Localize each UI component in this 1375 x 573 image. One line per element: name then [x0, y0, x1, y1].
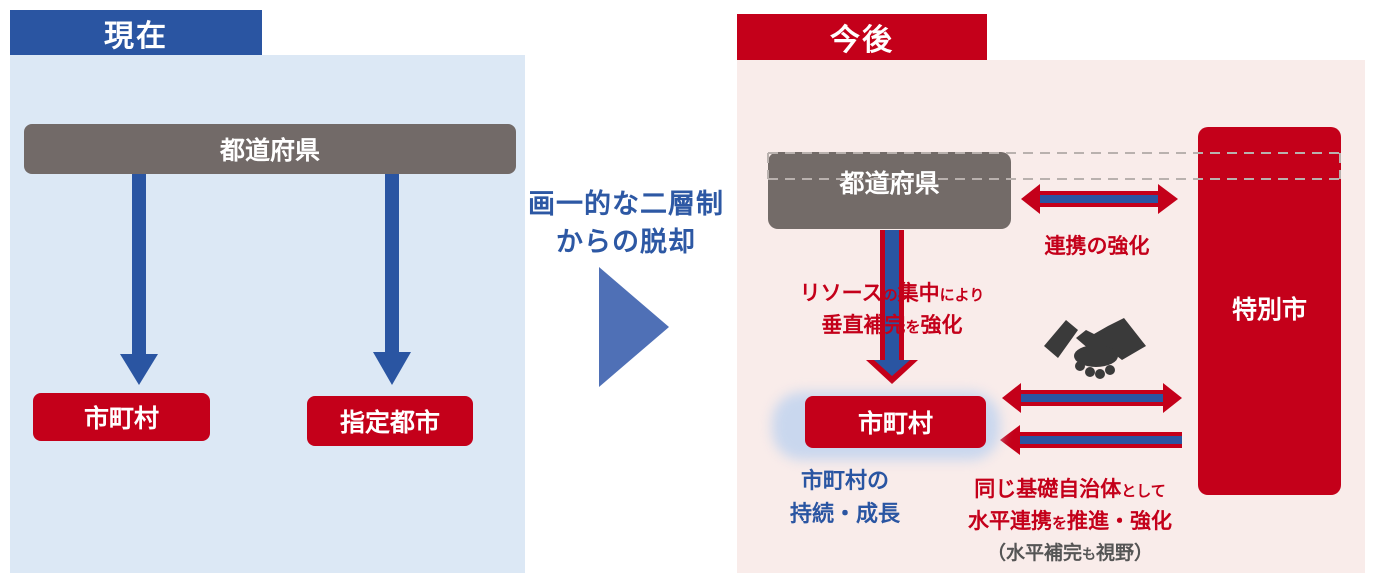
current-arrows — [120, 174, 411, 385]
vertical-support-arrow — [866, 230, 918, 384]
municipality-box-current: 市町村 — [33, 393, 210, 441]
designated-city-label: 指定都市 — [339, 408, 440, 437]
horizontal-note: 同じ基礎自治体として 水平連携を推進・強化 （水平補完も視野） — [940, 474, 1200, 570]
special-city-label: 特別市 — [1231, 295, 1307, 324]
leftward-arrow — [1000, 425, 1182, 455]
current-tab-label: 現在 — [104, 18, 168, 54]
resource-line1: リソースの集中により — [768, 278, 1016, 310]
arrow-shaft-left — [132, 174, 146, 356]
transition-title: 画一的な二層制 からの脱却 — [522, 186, 730, 262]
as-particle: として — [1121, 482, 1166, 500]
resource-word: リソース — [799, 281, 883, 305]
special-city-box — [1198, 127, 1341, 495]
mo-particle: も — [1082, 547, 1096, 563]
prefecture-label-future: 都道府県 — [833, 164, 946, 200]
arrow-shaft-right — [385, 174, 399, 354]
resource-line2: 垂直補完を強化 — [768, 310, 1016, 342]
horizontal-line1: 同じ基礎自治体として — [940, 474, 1200, 506]
arrow-head-right — [373, 352, 411, 385]
special-city-label-wrap: 特別市 — [1198, 288, 1341, 328]
resource-strengthen: 強化 — [920, 313, 963, 337]
transition-title-line1: 画一的な二層制 — [528, 189, 724, 220]
horizontal-double-arrow — [1002, 383, 1182, 413]
prefecture-bar-current: 都道府県 — [24, 124, 516, 174]
resource-particle-wo: を — [905, 318, 921, 336]
cooperation-label: 連携の強化 — [1032, 230, 1162, 260]
municipality-label: 市町村 — [83, 404, 159, 433]
current-tab: 現在 — [10, 10, 262, 55]
horizontal-cooperation: 水平連携 — [967, 509, 1052, 533]
resource-by: により — [939, 286, 985, 304]
horizontal-line3: （水平補完も視野） — [940, 538, 1200, 570]
same-basic-municipality: 同じ基礎自治体 — [974, 477, 1122, 501]
resource-concentration: 集中 — [897, 281, 940, 305]
play-arrow-icon — [599, 267, 669, 387]
horizontal-complement: （水平補完 — [986, 542, 1082, 564]
resource-label: リソースの集中により 垂直補完を強化 — [768, 278, 1016, 342]
arrow-head-left — [120, 354, 158, 385]
in-view: 視野） — [1096, 542, 1154, 564]
future-tab-label: 今後 — [830, 23, 894, 58]
sustain-label: 市町村の 持続・成長 — [770, 465, 920, 531]
transition-title-line2: からの脱却 — [556, 227, 696, 258]
wo-particle: を — [1051, 514, 1067, 532]
transition-play-arrow — [599, 267, 669, 387]
prefecture-label-future-wrap: 都道府県 — [768, 164, 1011, 200]
vertical-complement: 垂直補完 — [821, 313, 906, 337]
resource-particle-no: の — [882, 286, 898, 304]
dashed-outline — [767, 152, 1341, 180]
sustain-line2: 持続・成長 — [789, 502, 900, 527]
horizontal-line2: 水平連携を推進・強化 — [940, 506, 1200, 538]
prefecture-label: 都道府県 — [219, 136, 320, 165]
future-tab: 今後 — [737, 14, 987, 60]
cooperation-text: 連携の強化 — [1044, 234, 1150, 258]
designated-city-box: 指定都市 — [307, 396, 473, 446]
sustain-line1: 市町村の — [800, 469, 889, 494]
cooperation-double-arrow — [1021, 184, 1178, 214]
promote-strengthen: 推進・強化 — [1067, 509, 1172, 533]
handshake-icon — [1044, 318, 1146, 379]
municipality-box-future: 市町村 — [805, 396, 986, 448]
municipality-label-future: 市町村 — [857, 409, 933, 438]
